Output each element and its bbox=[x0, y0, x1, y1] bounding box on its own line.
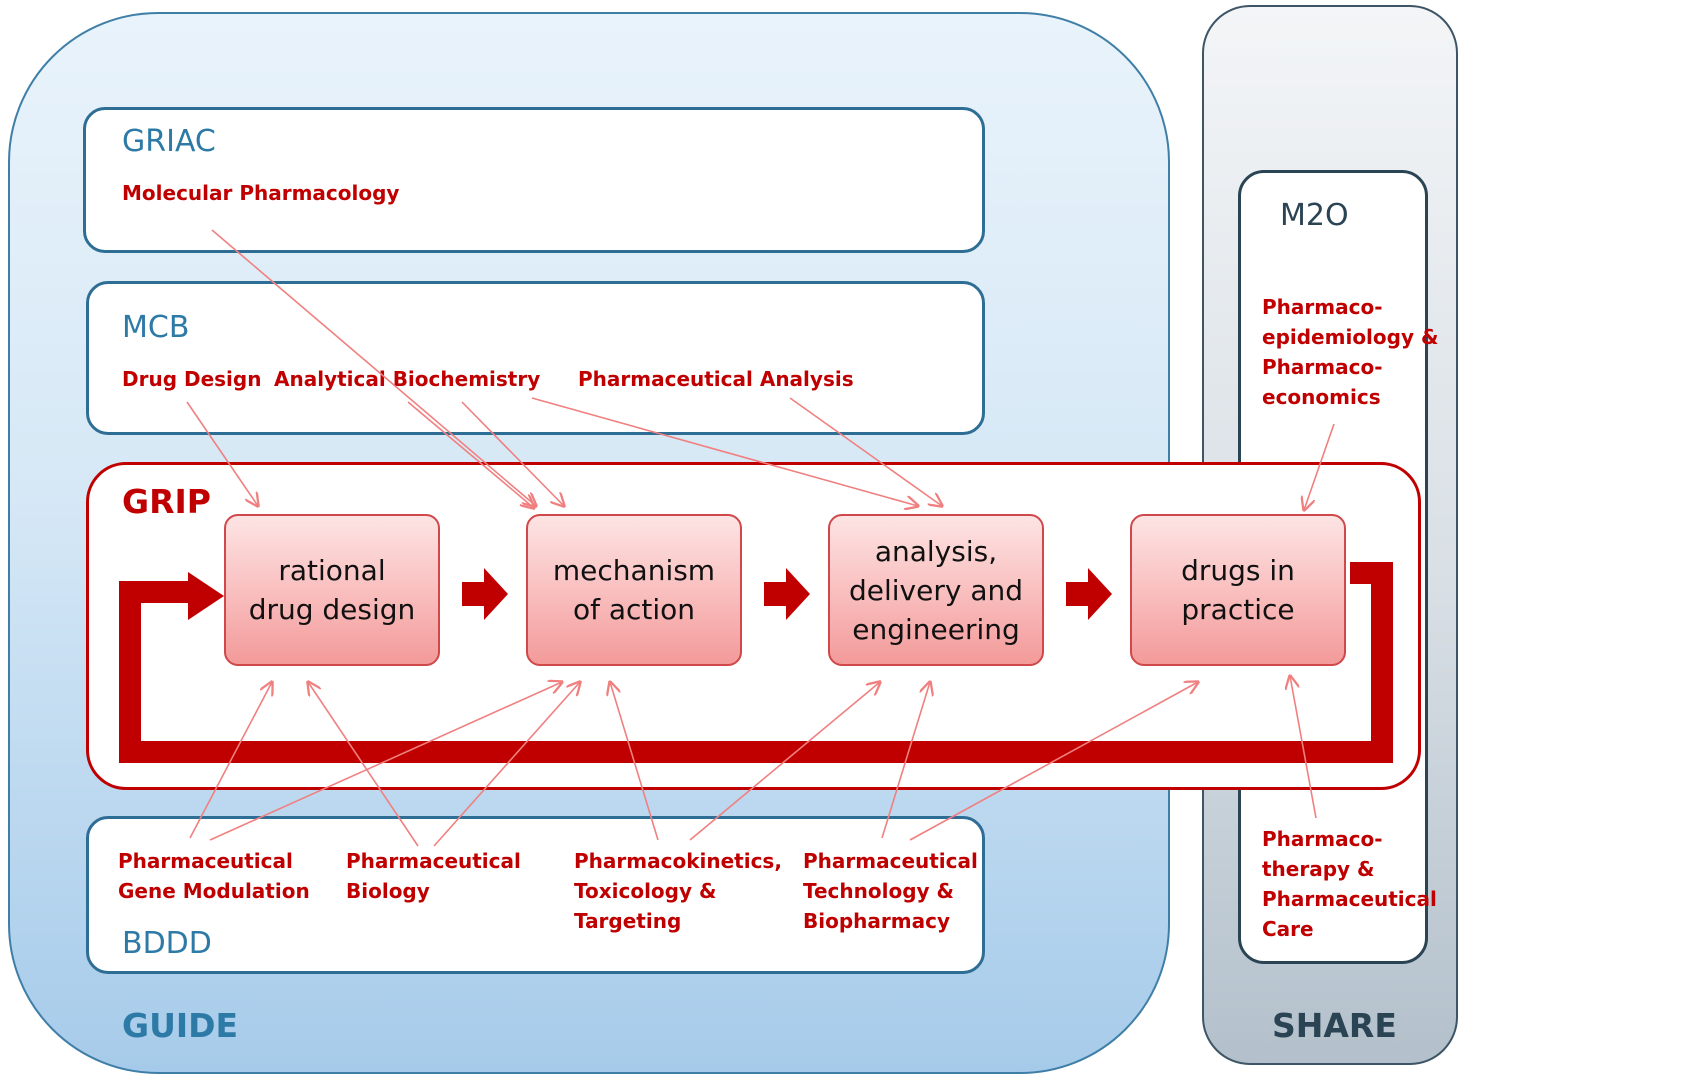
dept-pharmaceutical-biology: Pharmaceutical Biology bbox=[346, 849, 521, 903]
connector-pharmacotherapy-practice bbox=[1290, 676, 1317, 819]
dept-pharmaceutical-gene-modulation: Pharmaceutical Gene Modulation bbox=[118, 849, 310, 903]
connector-biology-mechanism bbox=[433, 682, 580, 847]
bddd-box bbox=[86, 816, 985, 974]
dept-molecular-pharmacology: Molecular Pharmacology bbox=[122, 181, 400, 205]
stage-arrow-3 bbox=[1066, 568, 1112, 620]
stage-label: analysis, delivery and engineering bbox=[848, 534, 1023, 646]
stage-mechanism-of-action: mechanism of action bbox=[526, 514, 742, 666]
connector-analbiochem-mechanism-1 bbox=[407, 401, 534, 508]
stage-analysis-delivery-engineering: analysis, delivery and engineering bbox=[828, 514, 1044, 666]
connector-pharmtech-practice bbox=[909, 682, 1198, 841]
connector-pharmanalysis-analysis bbox=[789, 397, 942, 506]
stage-label: rational drug design bbox=[248, 554, 416, 626]
dept-pharmaceutical-analysis: Pharmaceutical Analysis bbox=[578, 367, 854, 391]
connector-analbiochem-analysis bbox=[531, 397, 918, 506]
connector-pharmtech-analysis bbox=[881, 682, 930, 839]
stage-arrow-1 bbox=[462, 568, 508, 620]
stage-label: mechanism of action bbox=[552, 554, 716, 626]
dept-pharmacokinetics-toxicology-targeting: Pharmacokinetics, Toxicology & Targeting bbox=[574, 849, 782, 933]
dept-drug-design: Drug Design bbox=[122, 367, 262, 391]
stage-label: drugs in practice bbox=[1181, 554, 1295, 626]
connector-genemod-rational bbox=[189, 682, 272, 839]
griac-title: GRIAC bbox=[122, 124, 216, 159]
share-label: SHARE bbox=[1272, 1006, 1397, 1045]
m2o-title: M2O bbox=[1280, 198, 1349, 233]
connector-genemod-mechanism bbox=[209, 682, 562, 841]
stage-rational-drug-design: rational drug design bbox=[224, 514, 440, 666]
connector-biology-rational bbox=[308, 682, 419, 847]
griac-box bbox=[83, 107, 985, 253]
mcb-box bbox=[86, 281, 985, 435]
connector-pharmacoepi-practice bbox=[1304, 423, 1335, 510]
dept-analytical-biochemistry: Analytical Biochemistry bbox=[274, 367, 541, 391]
bddd-title: BDDD bbox=[122, 926, 212, 961]
dept-pharmacotherapy-pharmaceutical-care: Pharmaco- therapy & Pharmaceutical Care bbox=[1262, 827, 1437, 941]
dept-pharmacoepidemiology-pharmacoeconomics: Pharmaco- epidemiology & Pharmaco- econo… bbox=[1262, 295, 1439, 409]
stage-drugs-in-practice: drugs in practice bbox=[1130, 514, 1346, 666]
loop-arrow-head bbox=[188, 572, 224, 620]
connector-analbiochem-mechanism-2 bbox=[461, 401, 564, 506]
connector-pktox-analysis bbox=[689, 682, 880, 841]
guide-label: GUIDE bbox=[122, 1006, 239, 1045]
connector-pktox-mechanism bbox=[610, 682, 659, 841]
grip-title: GRIP bbox=[122, 482, 211, 521]
dept-pharmaceutical-technology-biopharmacy: Pharmaceutical Technology & Biopharmacy bbox=[803, 849, 978, 933]
connector-drugdesign-rational bbox=[186, 401, 258, 506]
mcb-title: MCB bbox=[122, 310, 190, 345]
return-loop-arrow bbox=[119, 562, 1393, 763]
stage-arrow-2 bbox=[764, 568, 810, 620]
connector-molpharm-mechanism bbox=[211, 229, 536, 506]
